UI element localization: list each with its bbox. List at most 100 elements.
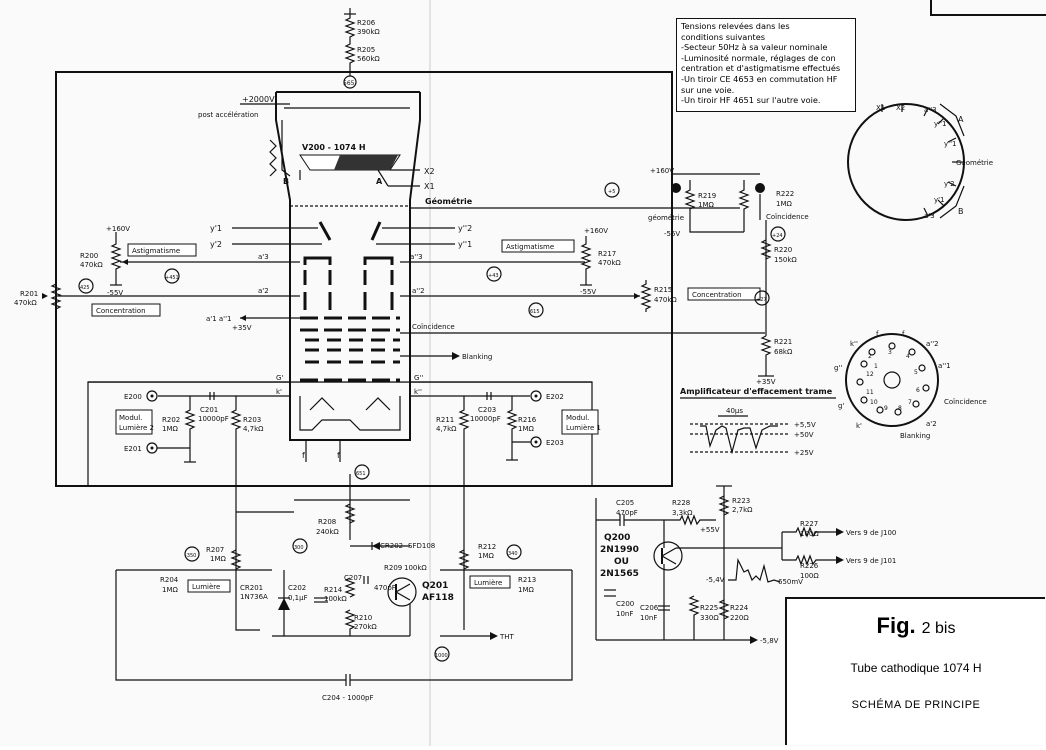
hv-label: +2000V xyxy=(242,95,275,104)
socket-p2: 2 xyxy=(868,353,872,360)
r221-label: R221 xyxy=(774,338,792,346)
v160b-label: +160V xyxy=(584,227,608,235)
c200-label: C200 xyxy=(616,600,634,608)
r204-value: 1MΩ xyxy=(162,586,178,594)
gp-label: G' xyxy=(276,374,283,382)
r204-label: R204 xyxy=(160,576,179,584)
q201-value: AF118 xyxy=(422,593,454,603)
a2pp-label: a''2 xyxy=(412,287,425,295)
tp-5: +5 xyxy=(608,189,615,195)
y1p-label: y'1 xyxy=(210,224,222,233)
socket-fb: f xyxy=(902,330,905,338)
socket-p11: 11 xyxy=(866,389,874,396)
socket-coinc: Coïncidence xyxy=(944,398,987,406)
defl-y1b: y''1 xyxy=(944,140,956,148)
y2p-label: y'2 xyxy=(210,240,222,249)
tp-27: +27 xyxy=(756,297,767,303)
r205-value: 560kΩ xyxy=(357,55,380,63)
r211-label: R211 xyxy=(436,416,454,424)
corner-box xyxy=(930,0,1046,16)
r225-value: 330Ω xyxy=(700,614,719,622)
r203-value: 4,7kΩ xyxy=(243,425,264,433)
r221-value: 68kΩ xyxy=(774,348,793,356)
c205-value: 470pF xyxy=(616,509,638,517)
c203-value: 10000pF xyxy=(470,415,501,423)
kpp-label: k'' xyxy=(414,388,422,396)
r219-label: R219 xyxy=(698,192,716,200)
defl-geom: Géométrie xyxy=(956,159,993,167)
v54-label: -5,4V xyxy=(706,576,725,584)
cr201-label: CR201 xyxy=(240,584,263,592)
geom2-label: géométrie xyxy=(648,214,684,222)
r208-value: 240kΩ xyxy=(316,528,339,536)
v160a-label: +160V xyxy=(106,225,130,233)
astig2-label: Astigmatisme xyxy=(506,243,554,251)
v55d-label: +55V xyxy=(700,526,720,534)
title-block: Fig.2 bis Tube cathodique 1074 H SCHÉMA … xyxy=(785,597,1045,745)
cr201-value: 1N736A xyxy=(240,593,268,601)
r207-label: R207 xyxy=(206,546,224,554)
note-line: conditions suivantes xyxy=(681,32,851,43)
socket-p12: 12 xyxy=(866,371,874,378)
r225-label: R225 xyxy=(700,604,718,612)
r217-label: R217 xyxy=(598,250,616,258)
r206-r205-chain xyxy=(344,8,356,88)
v35-label: +35V xyxy=(232,324,252,332)
r213-label: R213 xyxy=(518,576,536,584)
r222-value: 1MΩ xyxy=(776,200,792,208)
v160c-label: +160V xyxy=(650,167,674,175)
e203-label: E203 xyxy=(546,439,564,447)
c202-value: 0,1µF xyxy=(288,594,308,602)
a3p-label: a'3 xyxy=(258,253,269,261)
note-line: -Un tiroir HF 4651 sur l'autre voie. xyxy=(681,95,851,106)
socket-p8: 8 xyxy=(898,405,902,412)
r226-label: R226 xyxy=(800,562,819,570)
r224-label: R224 xyxy=(730,604,749,612)
note-line: -Secteur 50Hz à sa valeur nominale xyxy=(681,42,851,53)
tp-1000: 1000 xyxy=(435,653,448,659)
kp-label: k' xyxy=(276,388,282,396)
tp-350: -350 xyxy=(185,553,196,559)
tp-615: 615 xyxy=(530,309,540,315)
r212-value: 1MΩ xyxy=(478,552,494,560)
hv-post-label: post accélération xyxy=(198,111,258,119)
r214-label: R214 xyxy=(324,586,343,594)
tp-43: +43 xyxy=(488,273,499,279)
defl-y2: y'2 xyxy=(944,180,955,188)
r224-value: 220Ω xyxy=(730,614,749,622)
pin-a: A xyxy=(376,177,383,186)
v35b-label: +35V xyxy=(756,378,776,386)
note-line: -Luminosité normale, réglages de con xyxy=(681,53,851,64)
r200-value: 470kΩ xyxy=(80,261,103,269)
r216-label: R216 xyxy=(518,416,537,424)
q200-value1: 2N1990 xyxy=(600,545,639,555)
q200-value3: 2N1565 xyxy=(600,569,639,579)
v650-label: 650mV xyxy=(778,578,803,586)
c201-value: 10000pF xyxy=(198,415,229,423)
figure-word: Fig. xyxy=(877,613,916,638)
c207-label: C207 xyxy=(344,574,362,582)
tp-451: +451 xyxy=(165,275,179,281)
v55b-label: -55V xyxy=(580,288,596,296)
socket-p6: 6 xyxy=(916,387,920,394)
f1-label: f xyxy=(302,451,305,460)
r219-value: 1MΩ xyxy=(698,201,714,209)
tp-24: +24 xyxy=(772,233,783,239)
defl-a3p: a'3 xyxy=(924,212,935,220)
socket-a1pp: a''1 xyxy=(938,362,951,370)
socket-p4: 4 xyxy=(906,353,910,360)
r216-value: 1MΩ xyxy=(518,425,534,433)
conc2-label: Concentration xyxy=(692,291,742,299)
v58-label: -5,8V xyxy=(760,637,779,645)
blanking-label: Blanking xyxy=(462,353,492,361)
note-line: Tensions relevées dans les xyxy=(681,21,851,32)
figure-number: Fig.2 bis xyxy=(787,613,1045,639)
socket-a2pp: a''2 xyxy=(926,340,939,348)
a3pp-label: a''3 xyxy=(410,253,423,261)
geometrie-label: Géométrie xyxy=(425,196,473,206)
vers1-label: Vers 9 de J100 xyxy=(846,529,896,537)
r227-label: R227 xyxy=(800,520,818,528)
modul1-b: Lumière 1 xyxy=(566,424,601,432)
r202-value: 1MΩ xyxy=(162,425,178,433)
a1-label: a'1 a''1 xyxy=(206,315,231,323)
